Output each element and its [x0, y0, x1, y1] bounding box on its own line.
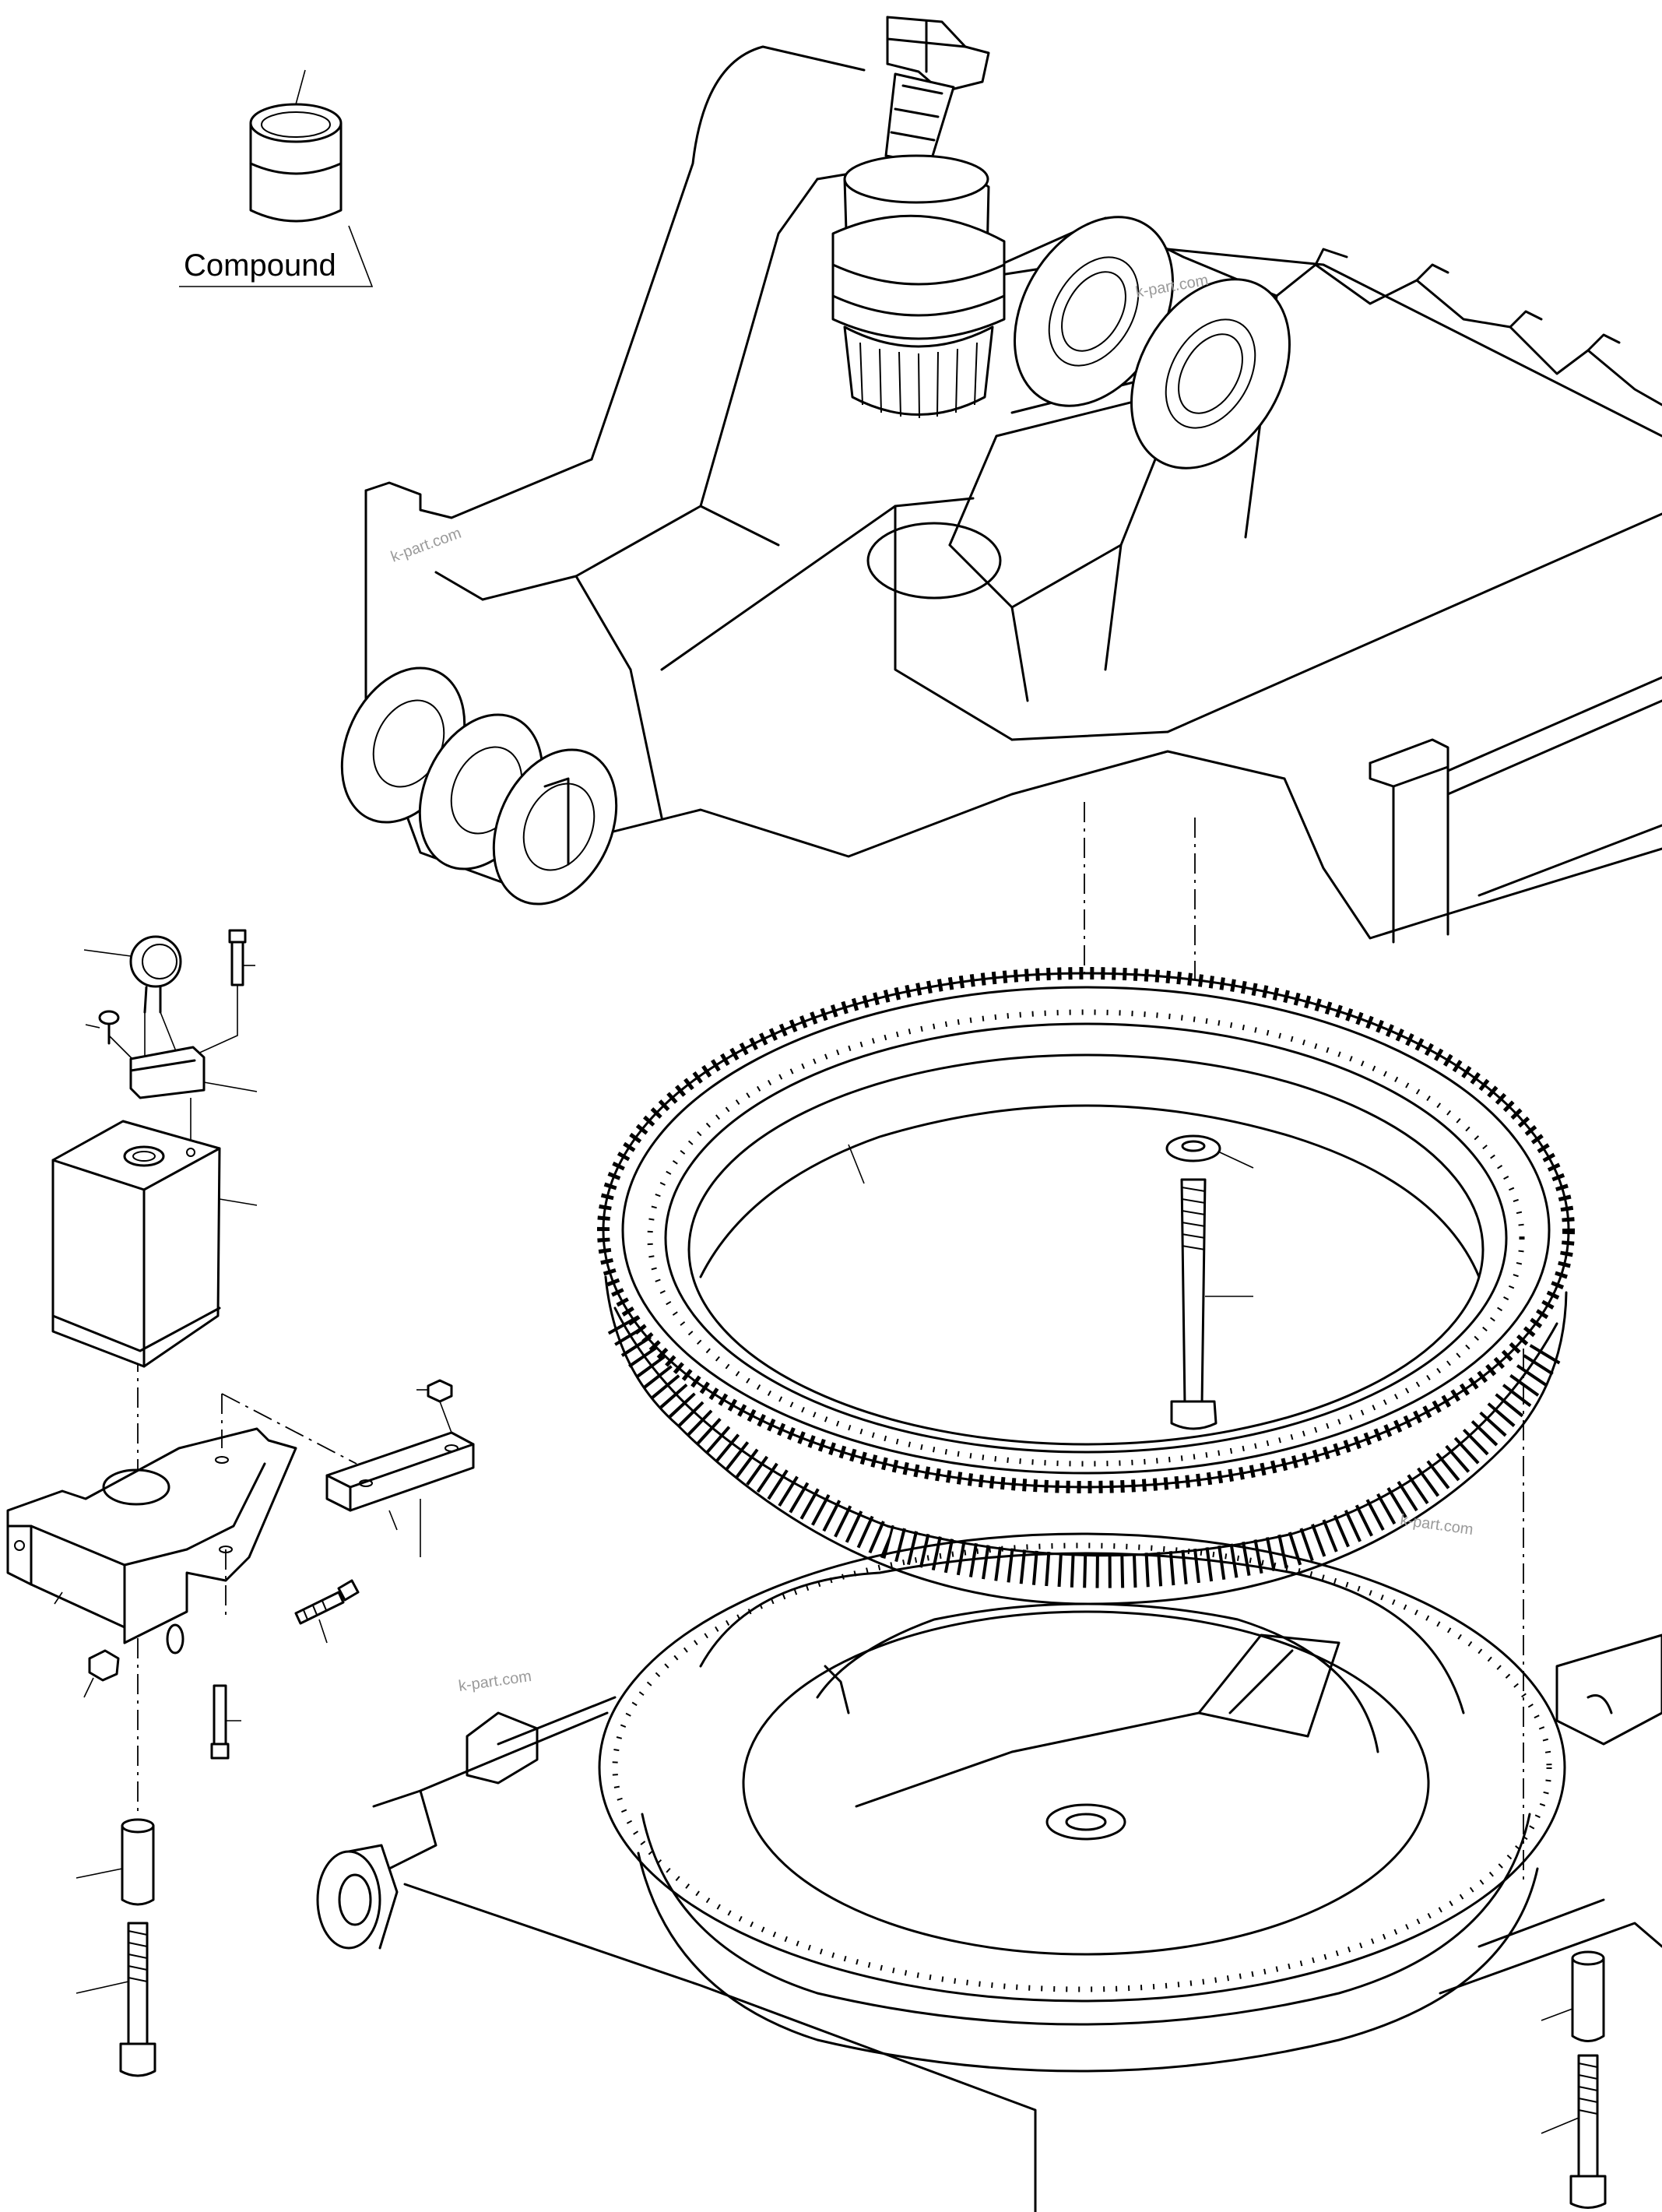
upper-frame [340, 45, 1662, 944]
mounting-bracket [6, 1379, 475, 1760]
ring-bolt [1165, 1134, 1254, 1430]
lower-carbody [316, 1532, 1662, 2212]
watermark: k-part.com [458, 1668, 533, 1695]
compound-jar [179, 69, 374, 287]
ring-gear [597, 967, 1575, 1605]
watermark: k-part.com [1399, 1511, 1474, 1539]
swing-motor [831, 16, 1006, 419]
compound-label: Compound [184, 248, 336, 283]
valve-block [51, 1098, 258, 1368]
watermark: k-part.com [388, 525, 463, 566]
left-bolt-spacer [76, 1818, 156, 2077]
right-bolt-spacer [1541, 1950, 1607, 2209]
pressure-gauge [83, 929, 258, 1099]
